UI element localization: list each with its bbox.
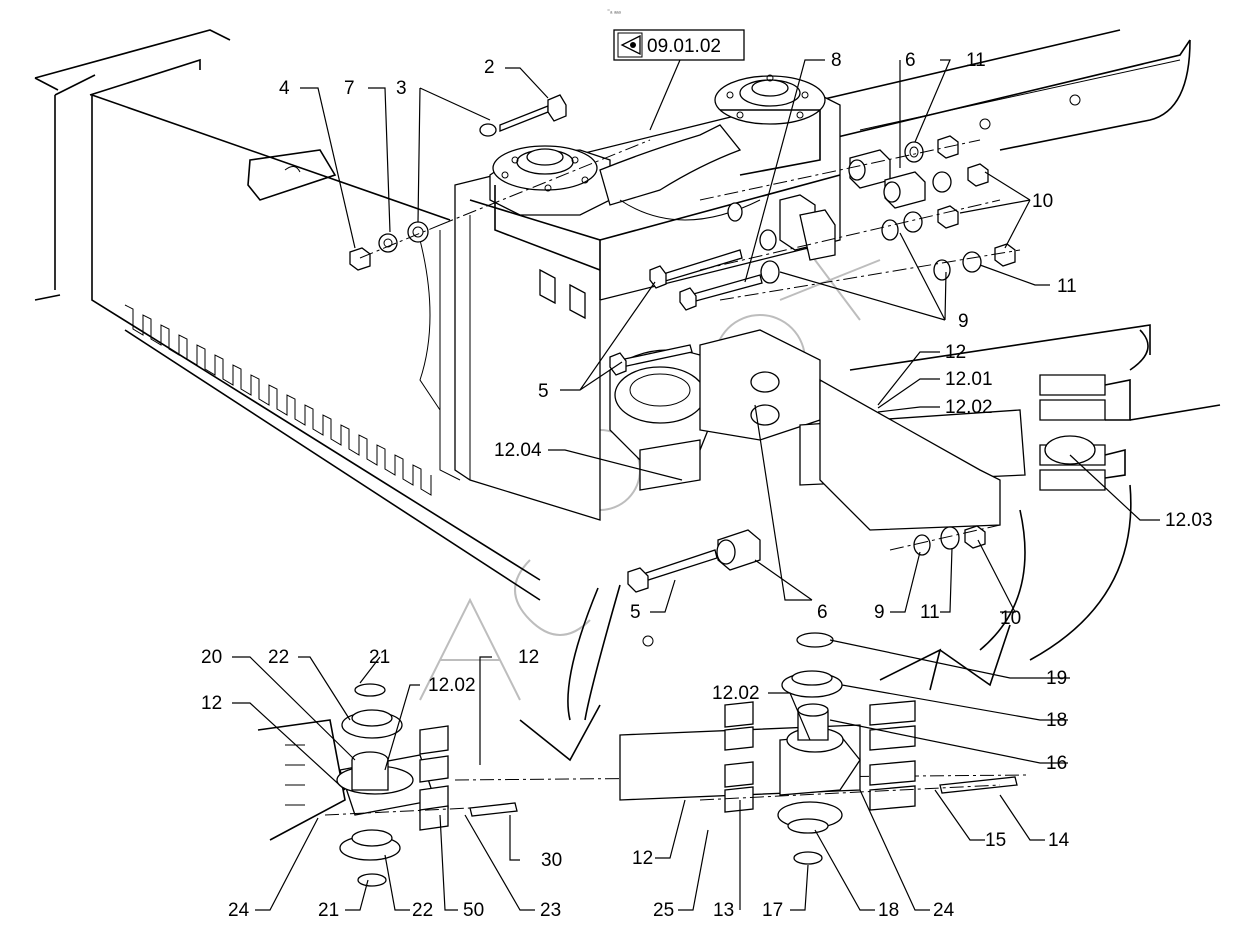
callout-20: 20	[201, 647, 222, 668]
callout-12-03: 12.03	[1165, 510, 1213, 531]
callout-19: 19	[1046, 668, 1067, 689]
callout-5-middle: 5	[538, 381, 549, 402]
reference-label: 09.01.02	[647, 36, 721, 57]
callout-15: 15	[985, 830, 1006, 851]
callout-numbers: 2 4 7 3 8 6 11 10 11 9 5 12 12.01 12.02 …	[201, 50, 1213, 921]
callout-12-upper: 12	[945, 342, 966, 363]
callout-12-bottom: 12	[632, 848, 653, 869]
callout-25: 25	[653, 900, 674, 921]
callout-22-bottom: 22	[412, 900, 433, 921]
upper-right-frame	[819, 29, 1191, 151]
callout-23: 23	[540, 900, 561, 921]
leader-lines	[232, 59, 1160, 911]
lower-bracket-assembly	[609, 324, 1221, 531]
callout-6-top: 6	[905, 50, 916, 71]
callout-14: 14	[1048, 830, 1070, 851]
callout-21-bottom: 21	[318, 900, 339, 921]
callout-12-02-upper: 12.02	[945, 397, 993, 418]
callout-16: 16	[1046, 753, 1067, 774]
callout-10-lower: 10	[1000, 608, 1021, 629]
pivot-assembly-left	[257, 683, 1031, 887]
callout-4: 4	[279, 78, 290, 99]
callout-22-top: 22	[268, 647, 289, 668]
callout-17: 17	[762, 900, 783, 921]
callout-5-lower: 5	[630, 602, 641, 623]
callout-12-01: 12.01	[945, 369, 993, 390]
explode-arrows	[519, 484, 1132, 762]
callout-8: 8	[831, 50, 842, 71]
callout-3: 3	[396, 78, 407, 99]
pivot-assembly-right	[619, 632, 1018, 865]
callout-12-left-top: 12	[518, 647, 539, 668]
hardware-top-left	[349, 94, 651, 271]
callout-30: 30	[541, 850, 562, 871]
hardware-top-right	[649, 135, 1021, 311]
main-frame-beam	[34, 29, 541, 601]
callout-50: 50	[463, 900, 484, 921]
callout-10-top: 10	[1032, 191, 1053, 212]
callout-12-left: 12	[201, 693, 222, 714]
callout-6-lower: 6	[817, 602, 828, 623]
gearbox-housing	[419, 74, 841, 521]
view-reference-box[interactable]: 09.01.02	[613, 29, 745, 131]
callout-12-02-right: 12.02	[712, 683, 760, 704]
header-small-mark: ⁼ₐ ₐₐₐ	[607, 9, 622, 15]
callout-11-lower: 11	[920, 602, 940, 623]
callout-11-top: 11	[966, 50, 986, 71]
callout-9-top: 9	[958, 311, 969, 332]
callout-12-02-left: 12.02	[428, 675, 476, 696]
callout-7: 7	[344, 78, 355, 99]
callout-11-right: 11	[1057, 276, 1077, 297]
callout-18-bottom: 18	[878, 900, 899, 921]
hardware-lower-middle	[609, 344, 1001, 647]
callout-13: 13	[713, 900, 734, 921]
callout-21-top: 21	[369, 647, 390, 668]
callout-12-04: 12.04	[494, 440, 542, 461]
callout-18-top: 18	[1046, 710, 1067, 731]
callout-24-right: 24	[933, 900, 955, 921]
callout-9-lower: 9	[874, 602, 885, 623]
callout-24-left: 24	[228, 900, 250, 921]
callout-2: 2	[484, 57, 495, 78]
